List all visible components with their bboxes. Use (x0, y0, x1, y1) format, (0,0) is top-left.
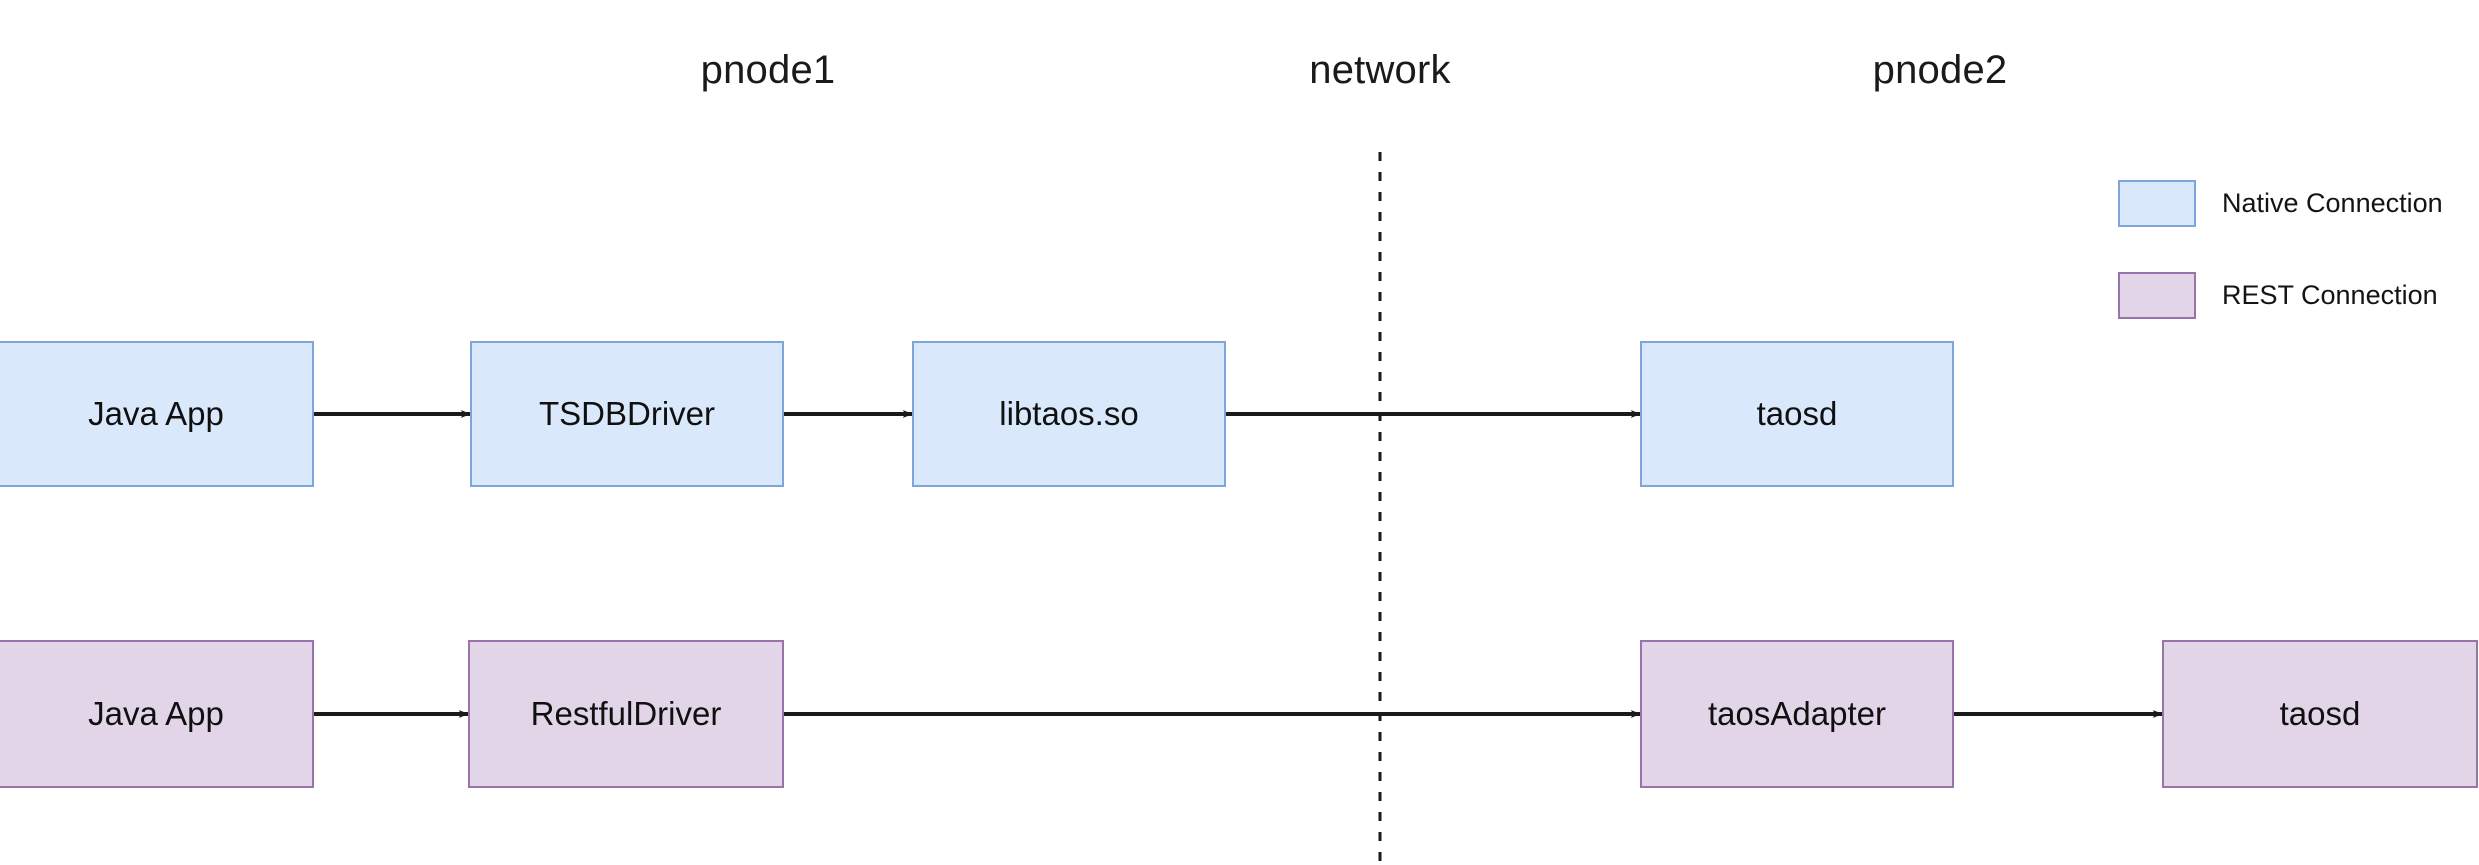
node-label: taosd (1756, 395, 1838, 432)
node-label: TSDBDriver (538, 395, 715, 432)
node-taosd-rest[interactable]: taosd (2162, 640, 2478, 788)
node-label: taosAdapter (1708, 695, 1886, 732)
zone-label-pnode1: pnode1 (700, 48, 836, 92)
node-label: RestfulDriver (530, 695, 722, 732)
zone-label-network: network (1309, 48, 1451, 92)
legend-label-native: Native Connection (2222, 188, 2443, 218)
node-taos-adapter[interactable]: taosAdapter (1640, 640, 1954, 788)
legend-swatch-native (2118, 180, 2196, 227)
legend-label-rest: REST Connection (2222, 280, 2438, 310)
legend-rest: REST Connection (2118, 272, 2438, 319)
node-label: libtaos.so (999, 395, 1139, 432)
legend-native: Native Connection (2118, 180, 2443, 227)
node-tsdb-driver[interactable]: TSDBDriver (470, 341, 784, 487)
legend-swatch-rest (2118, 272, 2196, 319)
node-java-app-rest[interactable]: Java App (0, 640, 314, 788)
node-restful-driver[interactable]: RestfulDriver (468, 640, 784, 788)
node-label: Java App (88, 395, 224, 432)
zone-label-pnode2: pnode2 (1872, 48, 2008, 92)
node-label: taosd (2279, 695, 2361, 732)
node-java-app-native[interactable]: Java App (0, 341, 314, 487)
node-taosd-native[interactable]: taosd (1640, 341, 1954, 487)
node-libtaos-so[interactable]: libtaos.so (912, 341, 1226, 487)
node-label: Java App (88, 695, 224, 732)
